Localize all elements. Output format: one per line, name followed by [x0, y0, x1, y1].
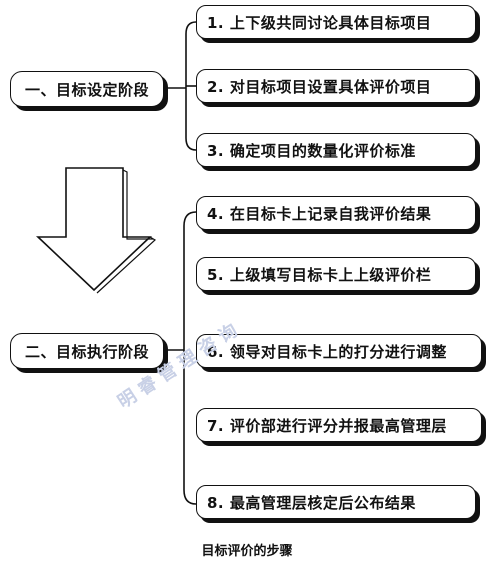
step-label: 5. 上级填写目标卡上上级评价栏 [207, 265, 432, 284]
step-label: 2. 对目标项目设置具体评价项目 [207, 77, 432, 96]
step-label: 4. 在目标卡上记录自我评价结果 [207, 204, 432, 223]
step-box-2: 2. 对目标项目设置具体评价项目 [196, 69, 476, 103]
stage-label: 二、目标执行阶段 [24, 342, 149, 361]
stage-box-execution: 二、目标执行阶段 [10, 333, 164, 369]
down-arrow-icon [35, 167, 153, 292]
step-box-7: 7. 评价部进行评分并报最高管理层 [196, 408, 482, 442]
step-label: 3. 确定项目的数量化评价标准 [207, 141, 416, 160]
step-box-5: 5. 上级填写目标卡上上级评价栏 [196, 257, 476, 291]
step-label: 7. 评价部进行评分并报最高管理层 [207, 416, 447, 435]
step-box-4: 4. 在目标卡上记录自我评价结果 [196, 196, 476, 230]
step-label: 8. 最高管理层核定后公布结果 [207, 493, 416, 512]
brace-group-2 [183, 211, 197, 505]
step-box-8: 8. 最高管理层核定后公布结果 [196, 485, 476, 519]
step-box-6: 6. 领导对目标卡上的打分进行调整 [196, 334, 482, 368]
step-box-3: 3. 确定项目的数量化评价标准 [196, 133, 476, 167]
stage-label: 一、目标设定阶段 [24, 80, 149, 99]
diagram-caption: 目标评价的步骤 [201, 544, 293, 559]
step-label: 1. 上下级共同讨论具体目标项目 [207, 13, 432, 32]
step-box-1: 1. 上下级共同讨论具体目标项目 [196, 5, 476, 39]
stage-box-setting: 一、目标设定阶段 [10, 71, 164, 107]
step-label: 6. 领导对目标卡上的打分进行调整 [207, 342, 447, 361]
